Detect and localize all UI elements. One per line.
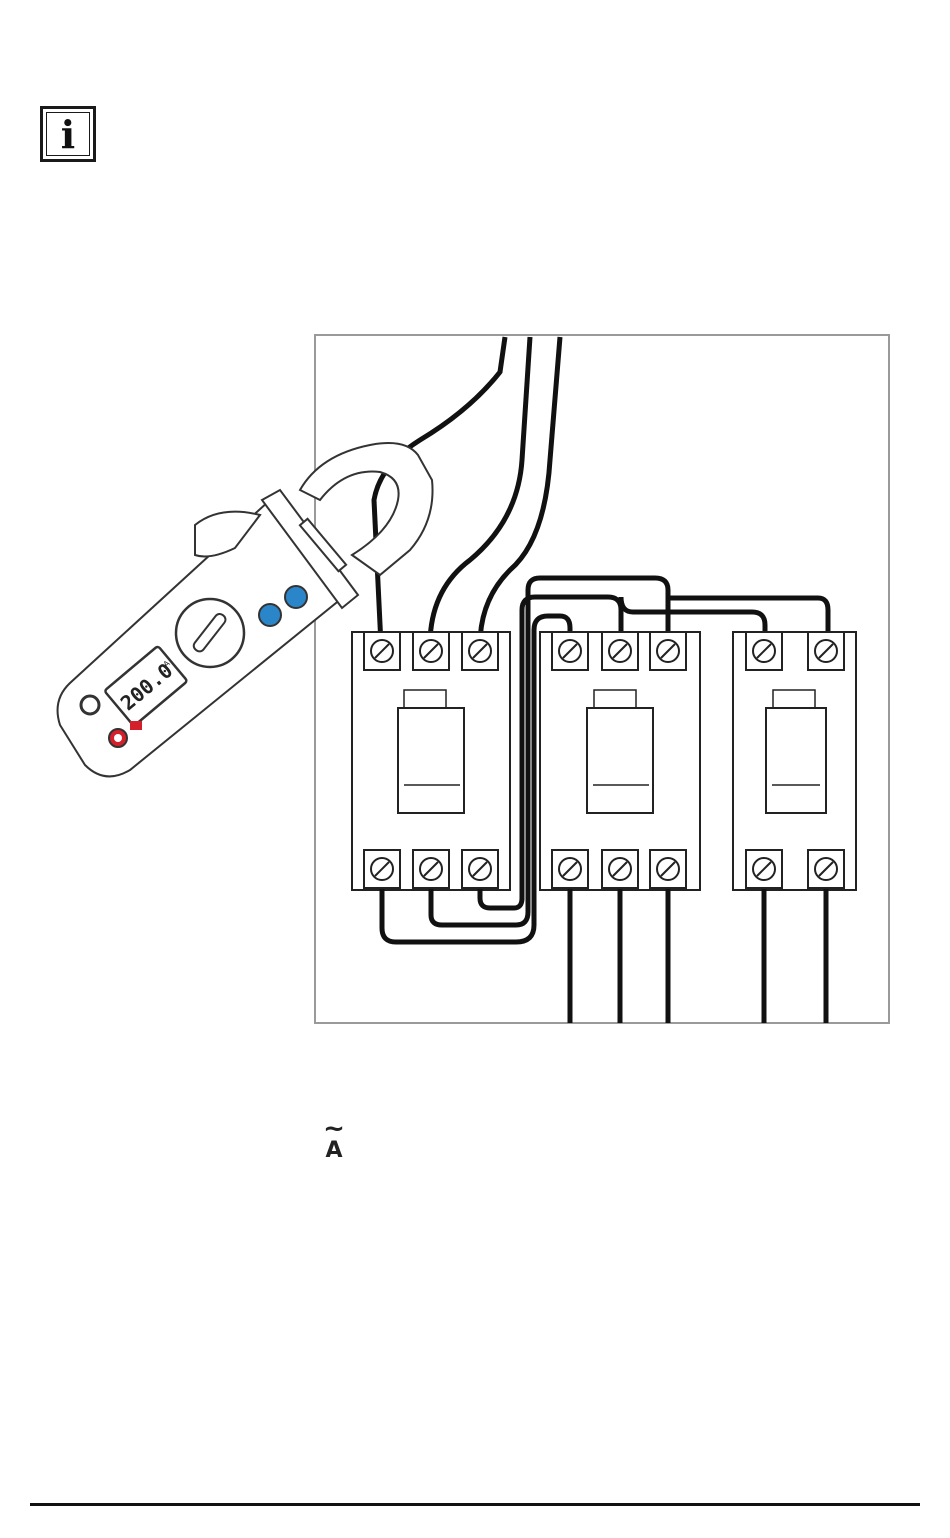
screw-terminal bbox=[364, 632, 400, 670]
screw-terminal bbox=[650, 850, 686, 888]
screw-terminal bbox=[602, 632, 638, 670]
info-icon: i bbox=[40, 106, 96, 162]
ac-amp-letter: A bbox=[314, 1138, 354, 1164]
red-indicator bbox=[130, 721, 142, 730]
ac-current-symbol: ~ A bbox=[314, 1120, 354, 1168]
function-button bbox=[285, 586, 307, 608]
ac-tilde-glyph: ~ bbox=[314, 1120, 354, 1138]
screw-terminal bbox=[650, 632, 686, 670]
screw-terminal bbox=[413, 632, 449, 670]
screw-terminal bbox=[808, 632, 844, 670]
clamp-meter-measurement-figure: 200.0 A bbox=[0, 320, 950, 1040]
screw-terminal bbox=[462, 632, 498, 670]
info-icon-letter: i bbox=[43, 113, 93, 157]
footer-divider bbox=[30, 1503, 920, 1506]
screw-terminal bbox=[746, 632, 782, 670]
screw-terminal bbox=[602, 850, 638, 888]
screw-terminal bbox=[552, 632, 588, 670]
screw-terminal bbox=[746, 850, 782, 888]
screw-terminal bbox=[413, 850, 449, 888]
hold-button bbox=[259, 604, 281, 626]
screw-terminal bbox=[364, 850, 400, 888]
screw-terminal bbox=[808, 850, 844, 888]
com-jack bbox=[81, 696, 99, 714]
screw-terminal bbox=[462, 850, 498, 888]
screw-terminal bbox=[552, 850, 588, 888]
